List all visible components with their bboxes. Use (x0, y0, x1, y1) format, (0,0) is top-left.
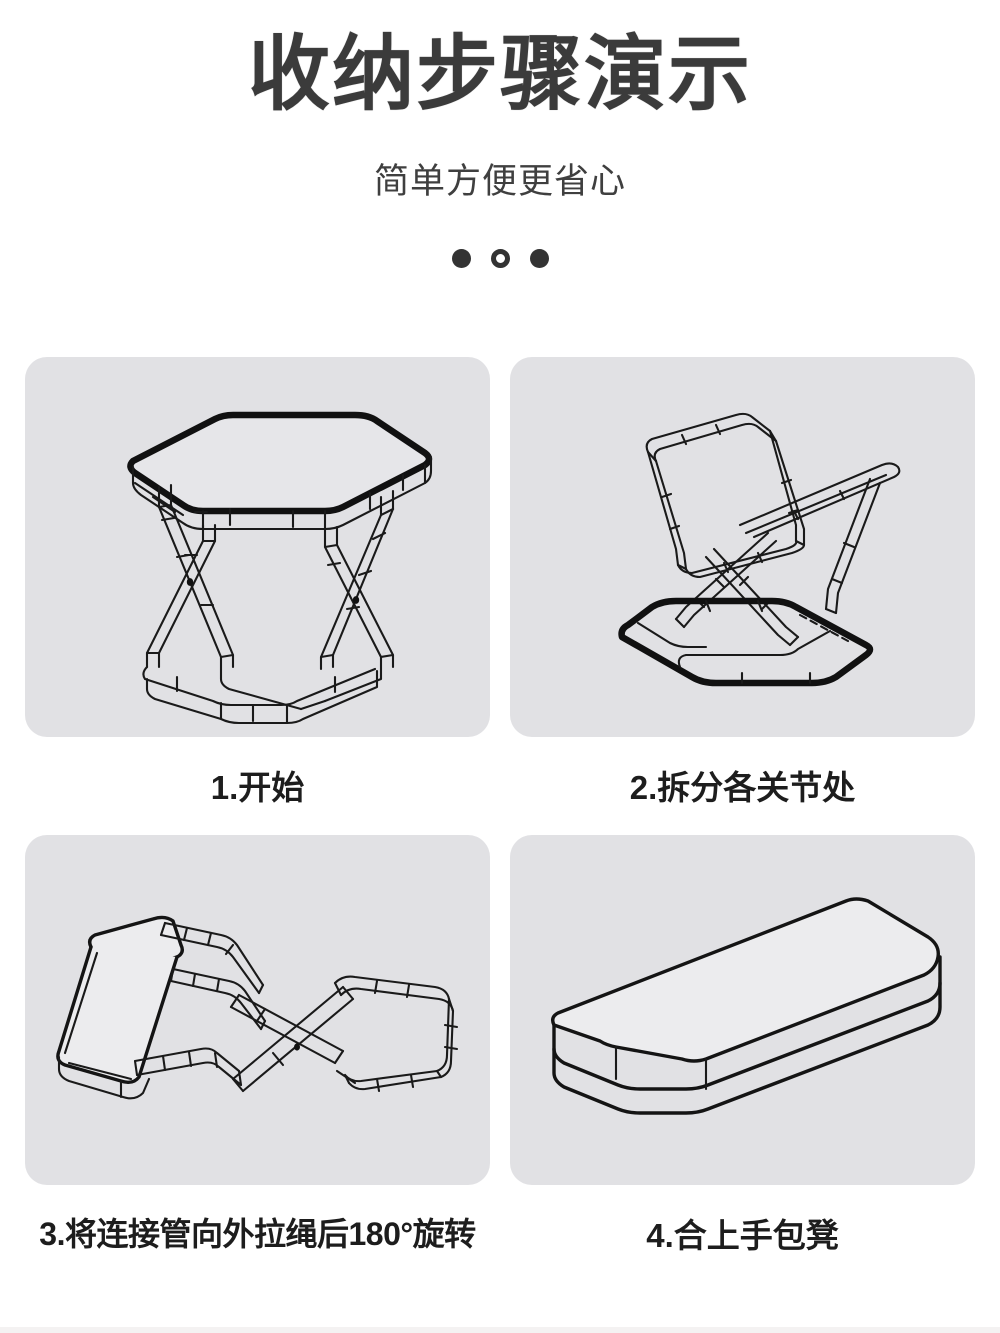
pagination-dot-2[interactable] (490, 249, 510, 268)
folding-stool-open-icon (127, 411, 433, 725)
step-item-2: 2.拆分各关节处 (510, 357, 975, 835)
page-title: 收纳步骤演示 (247, 29, 752, 120)
step-caption-4: 4.合上手包凳 (646, 1217, 839, 1254)
step-item-3: 3.将连接管向外拉绳后180°旋转 (25, 835, 490, 1283)
step-illustration-panel-1 (25, 357, 490, 737)
pagination-dots (0, 199, 1000, 268)
pagination-dot-3[interactable] (529, 249, 549, 268)
folding-stool-joints-separated-icon (618, 412, 901, 687)
steps-grid: 1.开始 (25, 357, 975, 1283)
step-illustration-panel-2 (510, 357, 975, 737)
bottom-strip (0, 1327, 1000, 1333)
step-illustration-panel-4 (510, 835, 975, 1185)
folded-flat-package-icon (550, 897, 942, 1115)
step-caption-1: 1.开始 (210, 769, 305, 806)
step-item-4: 4.合上手包凳 (510, 835, 975, 1283)
folding-stool-tubes-rotated-icon (56, 915, 459, 1100)
step-caption-3: 3.将连接管向外拉绳后180°旋转 (39, 1216, 476, 1252)
page-subtitle: 简单方便更省心 (373, 162, 626, 201)
step-illustration-panel-3 (25, 835, 490, 1185)
step-item-1: 1.开始 (25, 357, 490, 835)
step-caption-2: 2.拆分各关节处 (629, 769, 856, 806)
pagination-dot-1[interactable] (451, 249, 471, 268)
page-header: 收纳步骤演示 简单方便更省心 (0, 0, 1000, 268)
